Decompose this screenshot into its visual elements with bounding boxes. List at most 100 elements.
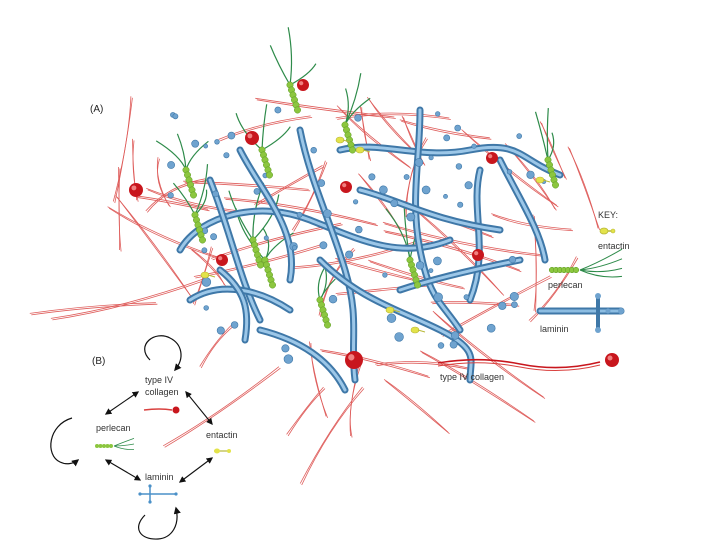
entactin-tail [207,274,216,278]
laminin-globule [509,291,519,301]
laminin-globule [203,305,209,311]
laminin-globule [172,113,179,120]
node-laminin-label: laminin [145,472,174,482]
laminin-globule [506,169,513,175]
laminin-globule [323,209,332,218]
entactin-molecule [200,271,210,279]
node-entactin-label: entactin [206,430,238,440]
collagen-strand [118,168,122,252]
perlecan-chain [534,111,549,161]
collagen-strand [223,197,377,225]
collagen-strand [220,117,313,142]
collagen-strand [385,380,450,435]
laminin-globule [227,131,236,140]
laminin-globule [230,321,239,329]
laminin-globule [471,143,477,149]
laminin-arm-highlight [498,158,547,262]
perlecan-bead [257,261,264,269]
laminin-arm-highlight [238,148,293,282]
collagen-strand [116,196,195,302]
collagen-strand [184,182,311,192]
collagen-strand [383,379,449,433]
laminin-globule [201,277,212,287]
laminin-arm [256,326,349,394]
collagen-strand [375,361,470,369]
collagen-strand [441,275,551,336]
perlecan-chain [261,126,291,151]
key-collagen-label: type IV collagen [440,372,504,382]
laminin-globule [386,313,397,323]
collagen-strand [29,302,156,314]
perlecan-chain [289,63,317,86]
collagen-strand [293,162,328,232]
collagen-strand [52,279,207,321]
node-perlecan-icon [95,438,135,451]
key-entactin-label: entactin [598,241,630,251]
collagen-strand [321,350,431,379]
key: KEY: entactin perlecan laminin type IV c… [437,210,630,382]
collagen-strand [569,148,600,231]
collagen-strand [401,120,492,140]
perlecan-chain [579,258,623,271]
panel-b-label: (B) [92,356,105,367]
panel-a-label: (A) [90,104,103,115]
node-laminin-icon [138,484,178,504]
laminin-arm-highlight [318,258,473,382]
perlecan-bead [324,321,331,329]
arrow-perlecan-laminin [104,459,142,481]
laminin-globule [511,301,518,309]
collagen-strand [421,352,536,423]
perlecan-bead [572,266,580,274]
perlecan-bead [105,444,110,448]
collagen-strand [320,349,429,377]
laminin-globule [223,152,230,159]
entactin-molecule [410,326,420,334]
collagen-strand [368,259,464,288]
node-entactin-icon [214,448,231,454]
perlecan-chain [252,194,280,241]
collagen-strand [183,180,309,190]
collagen-strand [567,146,599,229]
collagen-strand [399,119,490,139]
laminin-globule [167,161,175,169]
collagen-strand [114,97,133,204]
network-illustration [29,27,600,486]
laminin-globule [457,201,464,208]
laminin-globule [253,188,261,195]
perlecan-chain [317,268,325,301]
laminin-arm-highlight [468,168,482,302]
laminin-globule [428,155,434,161]
laminin-globule [382,272,388,278]
laminin-globule [406,212,416,222]
collagen-strand [530,257,579,323]
laminin-globule [354,114,362,122]
laminin-globule [296,211,303,218]
collagen-strand [134,195,209,210]
laminin-globule [214,139,220,145]
collagen-strand [434,312,546,399]
perlecan-bead [552,181,559,189]
perlecan-bead [102,444,106,448]
perlecan-beads [182,81,559,329]
perlecan-chain [176,133,187,171]
laminin-globule [310,147,317,154]
laminin-globule [516,133,523,139]
laminin-globule [415,261,425,270]
entactin-tail [542,179,551,183]
laminin-globule [394,332,404,342]
laminin-arm-highlight [398,258,522,292]
perlecan-bead [349,146,356,154]
laminin-globule [274,106,282,114]
perlecan-bead [95,444,99,448]
key-perlecan-label: perlecan [548,280,583,290]
collagen-globule-highlight [218,256,223,261]
laminin-globule [281,344,290,353]
key-title: KEY: [598,210,618,220]
collagen-strand [218,115,311,140]
collagen-strand [491,213,572,230]
laminin-globule [283,354,294,364]
laminin-globule [201,247,208,254]
laminin-globule [167,192,174,199]
collagen-globule [129,183,143,197]
